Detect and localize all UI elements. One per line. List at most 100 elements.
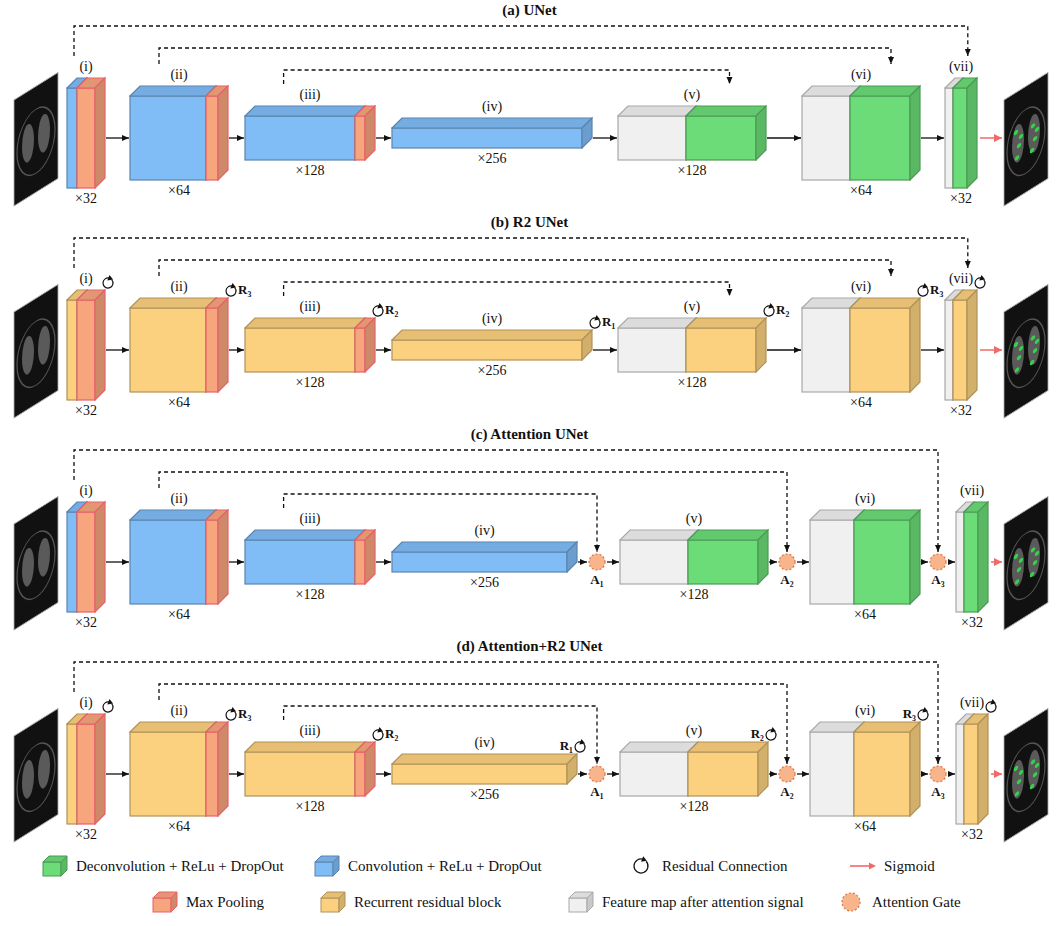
flow-arrow	[229, 349, 244, 350]
slab-side	[756, 318, 766, 372]
block-label: (i)	[79, 271, 92, 287]
slab-top	[130, 722, 216, 732]
segmentation-spot	[1030, 359, 1034, 366]
flow-arrow	[607, 773, 619, 774]
ct-slice-input	[14, 497, 58, 630]
slab-front	[245, 752, 355, 796]
slab-side	[910, 298, 920, 392]
channel-count: ×64	[850, 395, 872, 411]
lung	[1028, 747, 1040, 792]
feature-block	[955, 713, 989, 825]
segmentation-spot	[1019, 557, 1023, 564]
segmentation-spot	[1035, 762, 1039, 769]
body-outline	[1007, 309, 1045, 397]
sigmoid-arrow	[980, 349, 1002, 351]
feature-block	[955, 501, 989, 613]
recurrence-label: R₂	[751, 726, 764, 742]
slab-front	[206, 96, 218, 180]
segmentation-spot	[1035, 126, 1039, 133]
slab-front	[77, 724, 95, 824]
legend-text: Max Pooling	[186, 893, 264, 911]
residual-arc	[634, 859, 648, 873]
ct-slice-input	[14, 709, 58, 842]
skip-connection	[74, 238, 968, 268]
feature-slab	[130, 722, 216, 816]
channel-count: ×128	[296, 799, 325, 815]
slab-front	[956, 724, 964, 824]
segmentation-spot	[1019, 769, 1023, 776]
slab-top	[620, 530, 698, 540]
slab-top	[850, 86, 920, 96]
block-label: (v)	[684, 87, 700, 103]
residual-arrowhead	[230, 283, 236, 289]
flow-arrow	[593, 349, 617, 350]
segmentation-spot	[1035, 338, 1039, 345]
slab-front	[206, 308, 218, 392]
segmentation-spot	[1014, 765, 1018, 772]
segmentation-spot	[1030, 783, 1034, 790]
feature-slab	[688, 530, 768, 584]
max-pool-slice	[206, 510, 228, 604]
layer-block: (iii)×128	[244, 84, 376, 179]
feature-block	[619, 741, 769, 797]
gate-circle	[777, 552, 797, 572]
slab-front	[850, 96, 910, 180]
block-label: (ii)	[170, 67, 187, 83]
feature-slab	[618, 318, 696, 372]
lung	[22, 333, 34, 378]
segmentation-spot	[1033, 135, 1037, 142]
skip-connection	[74, 26, 968, 56]
slab-front	[392, 128, 582, 148]
layer-block: (ii)×64	[129, 700, 229, 835]
slab-front	[67, 300, 77, 400]
residual-icon	[373, 303, 383, 316]
layer-block: (iv)×256	[391, 96, 593, 167]
gate-circle	[587, 764, 607, 784]
ct-background	[14, 709, 58, 842]
legend-text: Deconvolution + ReLu + DropOut	[76, 857, 284, 875]
channel-count: ×64	[854, 607, 876, 623]
feature-slab	[964, 502, 988, 612]
panel-band: (i)×32(ii)×64(iii)×128(iv)×256(v)×128(vi…	[0, 424, 1059, 636]
residual-icon	[226, 707, 236, 720]
block-label: (vi)	[855, 491, 875, 507]
channel-count: ×256	[478, 151, 507, 167]
gate-disc	[779, 766, 795, 782]
slab-side	[758, 742, 768, 796]
channel-count: ×64	[168, 607, 190, 623]
layer-block: (v)×128	[617, 84, 767, 179]
slab-front	[67, 512, 77, 612]
recurrence-label: R₁	[602, 314, 615, 330]
flow-arrow	[229, 561, 244, 562]
channel-count: ×32	[75, 191, 97, 207]
layer-block: (i)×32	[66, 56, 106, 207]
max-pool-slice	[206, 86, 228, 180]
skip-connection	[159, 472, 787, 552]
feature-slab	[953, 78, 977, 188]
segmentation-spot	[1030, 571, 1034, 578]
block-label: (v)	[686, 723, 702, 739]
feature-slab	[850, 86, 920, 180]
feature-block	[129, 297, 229, 393]
slab-top	[392, 330, 592, 340]
block-label: (vi)	[851, 279, 871, 295]
segmentation-output	[1004, 73, 1048, 206]
slab-front	[392, 552, 567, 572]
feature-block	[391, 541, 578, 573]
segmentation-output	[1004, 709, 1048, 842]
channel-count: ×64	[168, 819, 190, 835]
attention-gate: A₃	[928, 552, 948, 588]
flow-arrow	[376, 561, 391, 562]
feature-block	[809, 509, 921, 605]
channel-count: ×256	[470, 575, 499, 591]
ct-background	[1004, 497, 1048, 630]
skip-connection	[159, 684, 787, 764]
feature-slab	[392, 330, 592, 360]
slab-side	[218, 298, 228, 392]
layer-block: (i)×32	[66, 692, 106, 843]
layer-block: (iii)×128	[244, 720, 376, 815]
recurrence-label: R₃	[930, 282, 943, 298]
sigmoid-line	[850, 865, 870, 867]
slab-side	[582, 330, 592, 360]
feature-block	[619, 529, 769, 585]
